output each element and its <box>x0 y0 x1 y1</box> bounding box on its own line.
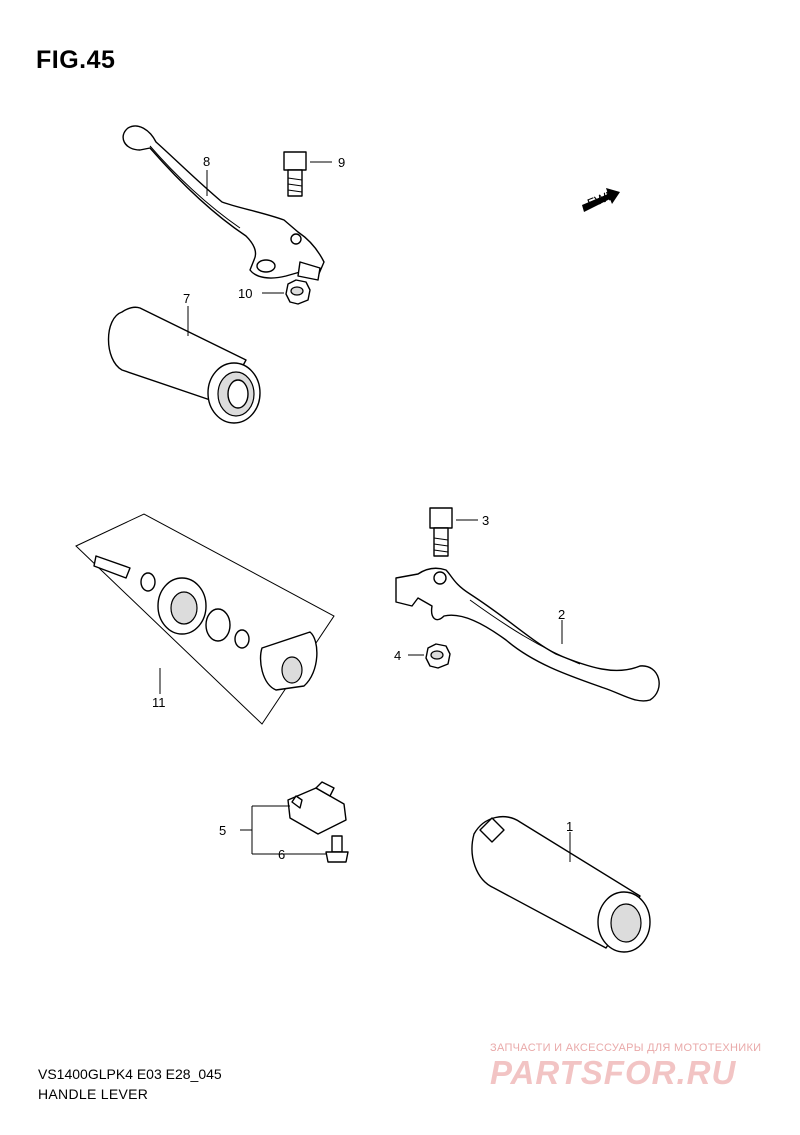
figure-title: FIG.45 <box>36 46 116 74</box>
callout-2: 2 <box>558 607 565 622</box>
part-1-throttle-grip <box>471 815 651 953</box>
part-6-screw <box>325 835 349 863</box>
part-10-nut <box>285 279 311 305</box>
part-5-switch <box>287 781 347 835</box>
part-3-bolt <box>429 507 453 557</box>
callout-9: 9 <box>338 155 345 170</box>
part-11-switch-assembly <box>75 513 335 725</box>
callout-11: 11 <box>152 695 166 710</box>
leader-lines <box>159 161 571 862</box>
part-2-brake-lever <box>395 567 660 702</box>
part-8-clutch-lever <box>122 125 325 281</box>
watermark-logo: PARTSFOR.RU <box>490 1054 737 1091</box>
callouts: 1 2 3 4 5 6 7 8 9 10 11 <box>152 154 573 862</box>
callout-6: 6 <box>278 847 285 862</box>
callout-10: 10 <box>238 286 252 301</box>
part-7-grip <box>107 306 261 424</box>
part-9-bolt <box>283 151 307 197</box>
figure-subtitle: HANDLE LEVER <box>38 1086 149 1102</box>
callout-8: 8 <box>203 154 210 169</box>
figure-code: VS1400GLPK4 E03 E28_045 <box>38 1066 222 1082</box>
callout-4: 4 <box>394 648 401 663</box>
callout-3: 3 <box>482 513 489 528</box>
watermark-tagline: ЗАПЧАСТИ И АКСЕССУАРЫ ДЛЯ МОТОТЕХНИКИ <box>490 1042 762 1054</box>
callout-7: 7 <box>183 291 190 306</box>
callout-1: 1 <box>566 819 573 834</box>
part-4-nut <box>425 643 451 669</box>
fwd-label: FWD <box>585 186 618 211</box>
fwd-arrow-icon: FWD <box>582 186 620 212</box>
callout-5: 5 <box>219 823 226 838</box>
